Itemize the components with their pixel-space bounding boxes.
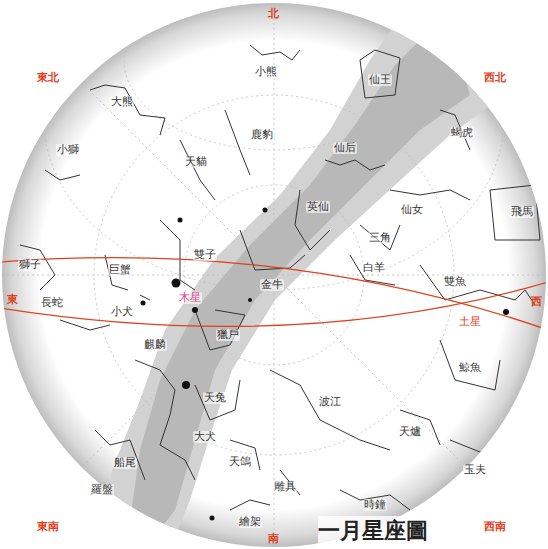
direction-label: 東北: [36, 72, 60, 84]
constellation-label: 大熊: [110, 96, 134, 108]
milky-way-core: [130, 40, 470, 549]
constellation-label: 天貓: [184, 156, 208, 168]
constellation-label: 飛馬: [510, 206, 534, 218]
constellation-label: 天兔: [203, 392, 227, 404]
constellation-label: 大犬: [193, 431, 217, 443]
constellation-label: 金牛: [260, 279, 284, 291]
planet-label: 土星: [458, 316, 482, 328]
constellation-label: 波江: [318, 396, 342, 408]
direction-label: 東南: [36, 521, 60, 533]
constellation-label: 小熊: [254, 66, 278, 78]
constellation-label: 時鐘: [363, 499, 387, 511]
constellation-label: 白羊: [362, 262, 386, 274]
constellation-label: 獅子: [18, 259, 42, 271]
constellation-label: 小獅: [56, 144, 80, 156]
direction-label: 西: [530, 296, 543, 308]
constellation-label: 羅盤: [90, 484, 114, 496]
constellation-label: 雙魚: [443, 276, 467, 288]
planet-label: 木星: [178, 292, 202, 304]
constellation-label: 繪架: [238, 516, 262, 528]
constellation-label: 獵戶: [216, 329, 240, 341]
constellation-label: 天爐: [398, 426, 422, 438]
constellation-label: 天鴿: [228, 456, 252, 468]
constellation-label: 雕具: [273, 481, 297, 493]
constellation-label: 長蛇: [40, 297, 64, 309]
chart-caption: 一月星座圖: [318, 516, 428, 546]
direction-label: 西南: [483, 521, 507, 533]
direction-label: 北: [267, 8, 280, 20]
constellation-label: 船尾: [113, 457, 137, 469]
constellation-label: 仙后: [333, 142, 357, 154]
constellation-label: 仙王: [368, 74, 392, 86]
bright-stars: [141, 208, 510, 521]
constellation-label: 巨蟹: [108, 264, 132, 276]
constellation-label: 蝎虎: [450, 127, 474, 139]
constellation-label: 鯨魚: [458, 362, 482, 374]
constellation-label: 玉夫: [463, 464, 487, 476]
direction-label: 東: [6, 294, 19, 306]
constellation-lines: [20, 45, 540, 510]
constellation-label: 三角: [368, 232, 392, 244]
constellation-label: 仙女: [400, 204, 424, 216]
milky-way: [100, 25, 505, 549]
constellation-label: 麒麟: [143, 339, 167, 351]
ecliptic: [0, 258, 548, 330]
direction-label: 西北: [483, 72, 507, 84]
direction-label: 南: [267, 533, 280, 545]
constellation-label: 小犬: [110, 306, 134, 318]
constellation-label: 雙子: [193, 249, 217, 261]
constellation-label: 鹿豹: [250, 129, 274, 141]
constellation-label: 英仙: [306, 201, 330, 213]
